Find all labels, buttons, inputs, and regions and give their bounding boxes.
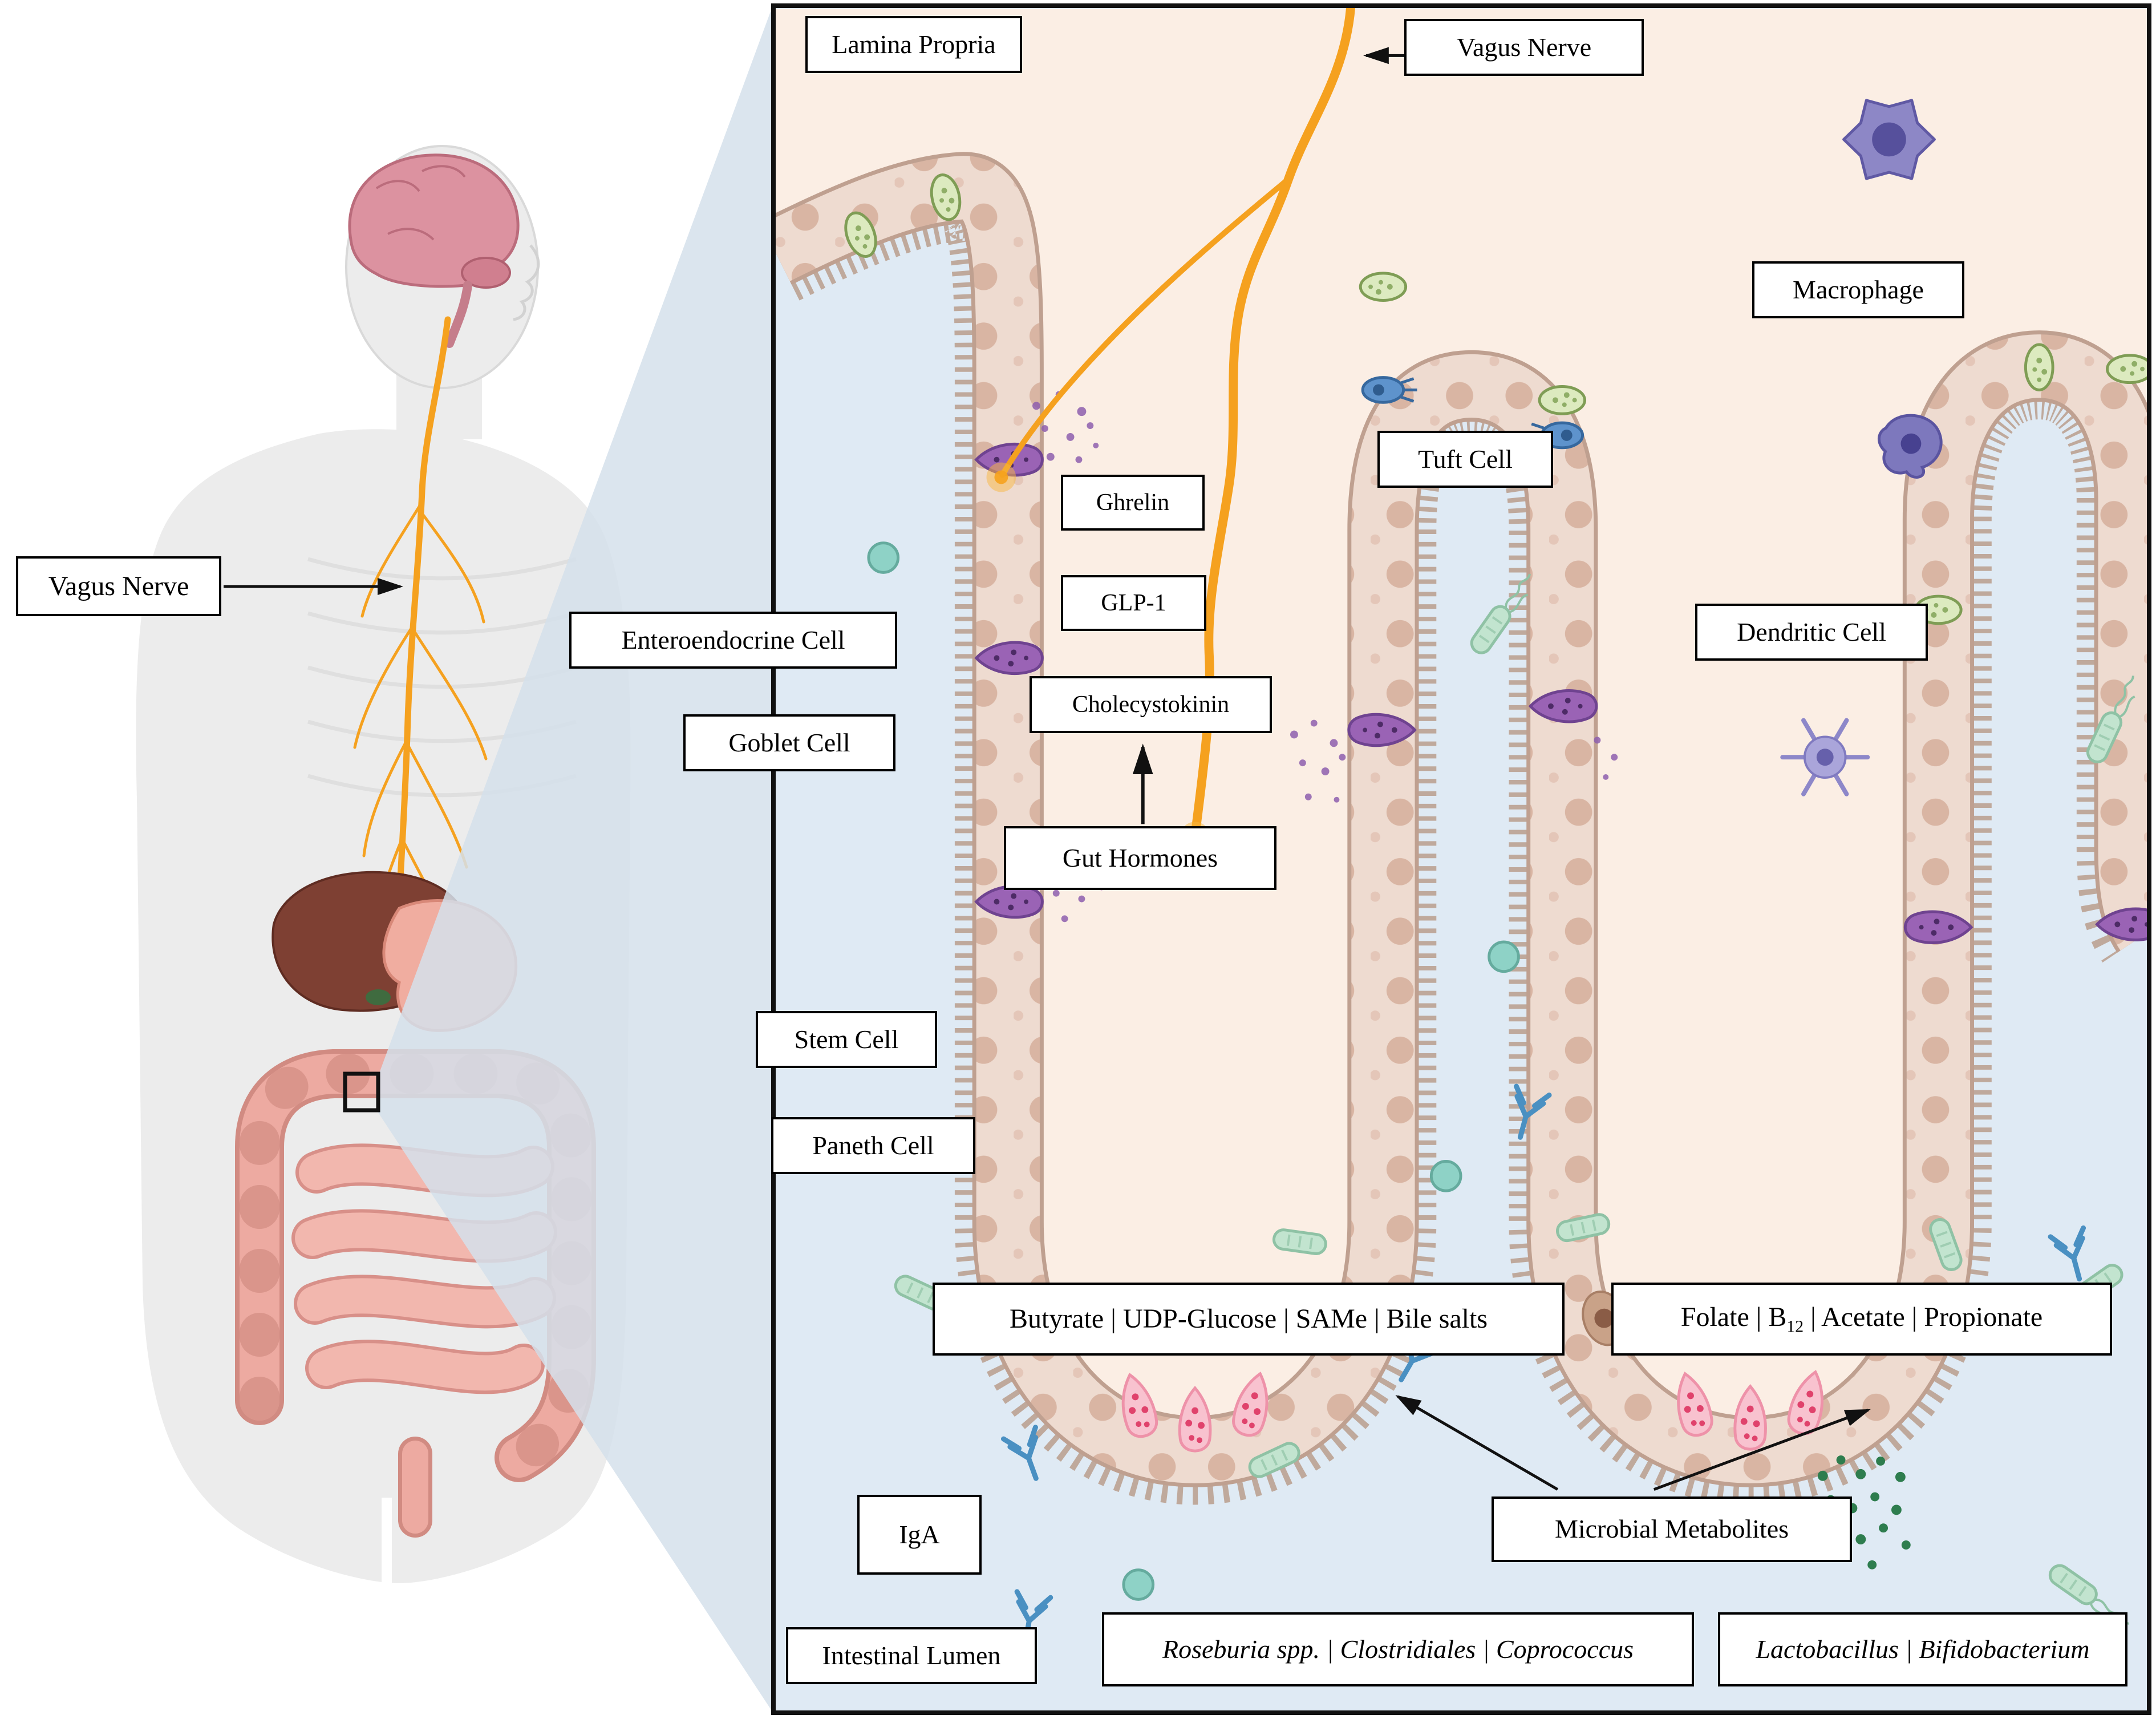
label-metabolites-left: Butyrate | UDP-Glucose | SAMe | Bile sal… xyxy=(933,1283,1565,1356)
inset-panel xyxy=(771,3,2151,1715)
zoom-wedge xyxy=(378,7,772,1712)
label-iga: IgA xyxy=(857,1495,982,1575)
label-vagus-nerve-panel: Vagus Nerve xyxy=(1404,19,1644,76)
label-lamina-propria: Lamina Propria xyxy=(805,16,1022,73)
label-macrophage: Macrophage xyxy=(1752,261,1964,318)
brainstem xyxy=(445,281,472,348)
lamina-propria-region xyxy=(776,9,2147,1452)
label-enteroendocrine-cell: Enteroendocrine Cell xyxy=(569,612,897,669)
vagus-nerve-body xyxy=(353,316,488,959)
label-glp1: GLP-1 xyxy=(1061,575,1206,631)
label-vagus-nerve-body: Vagus Nerve xyxy=(16,556,221,616)
gallbladder xyxy=(366,989,391,1005)
label-bacteria-right: Lactobacillus | Bifidobacterium xyxy=(1718,1612,2127,1686)
label-intestinal-lumen: Intestinal Lumen xyxy=(786,1627,1037,1684)
label-dendritic-cell: Dendritic Cell xyxy=(1695,604,1928,661)
label-tuft-cell: Tuft Cell xyxy=(1377,431,1553,488)
brain xyxy=(348,153,520,348)
label-stem-cell: Stem Cell xyxy=(756,1011,937,1068)
label-paneth-cell: Paneth Cell xyxy=(771,1117,975,1174)
label-metabolites-right: Folate | B12 | Acetate | Propionate xyxy=(1611,1283,2112,1356)
label-bacteria-left: Roseburia spp. | Clostridiales | Coproco… xyxy=(1102,1612,1694,1686)
metabolites-arrow-right xyxy=(1653,1409,1871,1491)
zoom-source-rect xyxy=(343,1071,380,1113)
label-ghrelin: Ghrelin xyxy=(1061,475,1205,531)
gyri-lines xyxy=(375,165,466,241)
cerebellum xyxy=(461,257,511,289)
face-profile xyxy=(513,244,540,321)
annotation-arrows xyxy=(1132,47,1871,1491)
label-goblet-cell: Goblet Cell xyxy=(683,714,895,771)
epithelium-band xyxy=(776,156,2147,1483)
label-microbial-metabolites: Microbial Metabolites xyxy=(1492,1496,1852,1562)
label-cholecystokinin: Cholecystokinin xyxy=(1030,676,1272,733)
label-gut-hormones: Gut Hormones xyxy=(1004,826,1276,890)
metabolites-arrow-left xyxy=(1395,1395,1559,1491)
